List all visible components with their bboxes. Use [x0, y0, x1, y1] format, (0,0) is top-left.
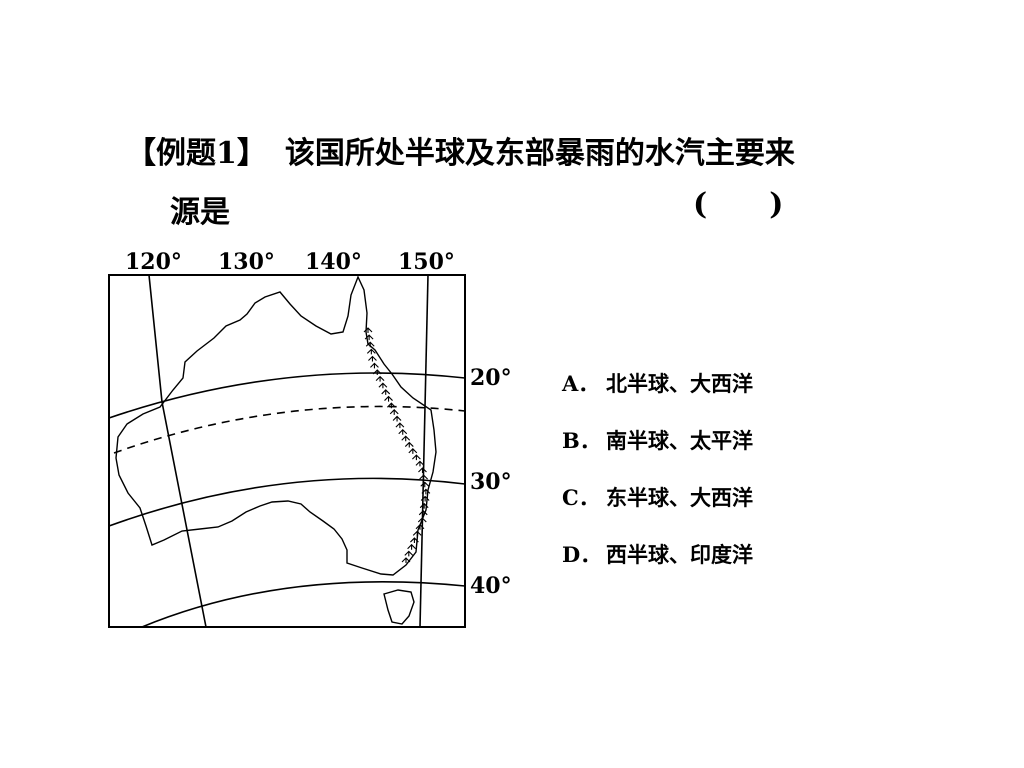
meridian-120: [148, 274, 207, 628]
option-b[interactable]: B．南半球、太平洋: [562, 425, 753, 482]
range-mark: [419, 474, 429, 481]
paren-open: (: [693, 187, 708, 222]
range-mark: [401, 435, 411, 442]
great-dividing-range: [363, 327, 431, 563]
option-key: B．: [562, 428, 601, 453]
option-d[interactable]: D．西半球、印度洋: [562, 539, 753, 596]
option-a[interactable]: A．北半球、大西洋: [562, 368, 753, 425]
question-text: 该国所处半球及东部暴雨的水汽主要来: [284, 136, 795, 171]
range-mark: [372, 369, 382, 376]
range-mark: [418, 510, 428, 516]
range-mark: [407, 543, 416, 550]
range-mark: [404, 550, 414, 557]
parallel-20: [108, 372, 466, 419]
range-mark: [419, 502, 429, 509]
range-mark: [418, 467, 427, 474]
range-mark: [364, 334, 374, 341]
range-mark: [386, 402, 396, 409]
range-mark: [420, 495, 430, 502]
option-text: 南半球、太平洋: [606, 428, 753, 453]
range-mark: [384, 395, 393, 402]
map-frame: [108, 274, 466, 628]
range-mark: [368, 355, 377, 362]
option-text: 西半球、印度洋: [606, 542, 753, 567]
range-mark: [363, 327, 373, 333]
range-mark: [401, 557, 411, 563]
option-text: 东半球、大西洋: [606, 485, 753, 510]
lon-label-140: 140°: [305, 249, 362, 275]
question-line-1: 【例题1】该国所处半球及东部暴雨的水汽主要来: [126, 128, 795, 172]
lon-label-150: 150°: [398, 249, 455, 275]
range-mark: [417, 517, 427, 523]
option-c[interactable]: C．东半球、大西洋: [562, 482, 753, 539]
tropic-of-capricorn: [113, 405, 466, 454]
range-mark: [415, 523, 425, 530]
range-mark: [389, 409, 399, 415]
answer-parentheses: (): [693, 187, 783, 222]
range-mark: [412, 530, 422, 537]
range-mark: [421, 488, 431, 495]
lon-label-120: 120°: [125, 249, 182, 275]
option-key: C．: [562, 485, 600, 510]
paren-close: ): [769, 187, 784, 222]
range-mark: [412, 454, 421, 461]
australia-map: 120° 130° 140° 150° 20° 30° 40°: [108, 249, 512, 628]
range-mark: [395, 422, 405, 429]
range-mark: [420, 481, 430, 488]
lat-label-30: 30°: [470, 469, 512, 495]
parallel-30: [108, 477, 466, 527]
range-mark: [410, 537, 419, 544]
range-mark: [381, 389, 391, 395]
range-mark: [392, 415, 402, 422]
australia-coastline: [115, 275, 437, 576]
range-mark: [404, 441, 414, 448]
lat-label-20: 20°: [470, 365, 512, 391]
lat-label-40: 40°: [470, 573, 512, 599]
option-text: 北半球、大西洋: [606, 371, 753, 396]
parallel-40: [141, 581, 466, 628]
range-mark: [408, 448, 418, 454]
graticule: [108, 274, 466, 628]
option-key: A．: [562, 371, 600, 396]
question-line-2: 源是: [170, 195, 230, 230]
lon-label-130: 130°: [218, 249, 275, 275]
answer-options: A．北半球、大西洋 B．南半球、太平洋 C．东半球、大西洋 D．西半球、印度洋: [562, 368, 753, 596]
range-mark: [378, 382, 388, 389]
range-mark: [398, 428, 408, 435]
range-mark: [370, 362, 379, 369]
tasmania: [383, 589, 415, 625]
range-mark: [415, 460, 425, 467]
range-mark: [366, 348, 376, 355]
range-mark: [375, 375, 385, 382]
meridian-150: [419, 274, 429, 628]
question-label: 【例题1】: [126, 136, 267, 171]
option-key: D．: [562, 542, 602, 567]
range-mark: [365, 341, 375, 348]
